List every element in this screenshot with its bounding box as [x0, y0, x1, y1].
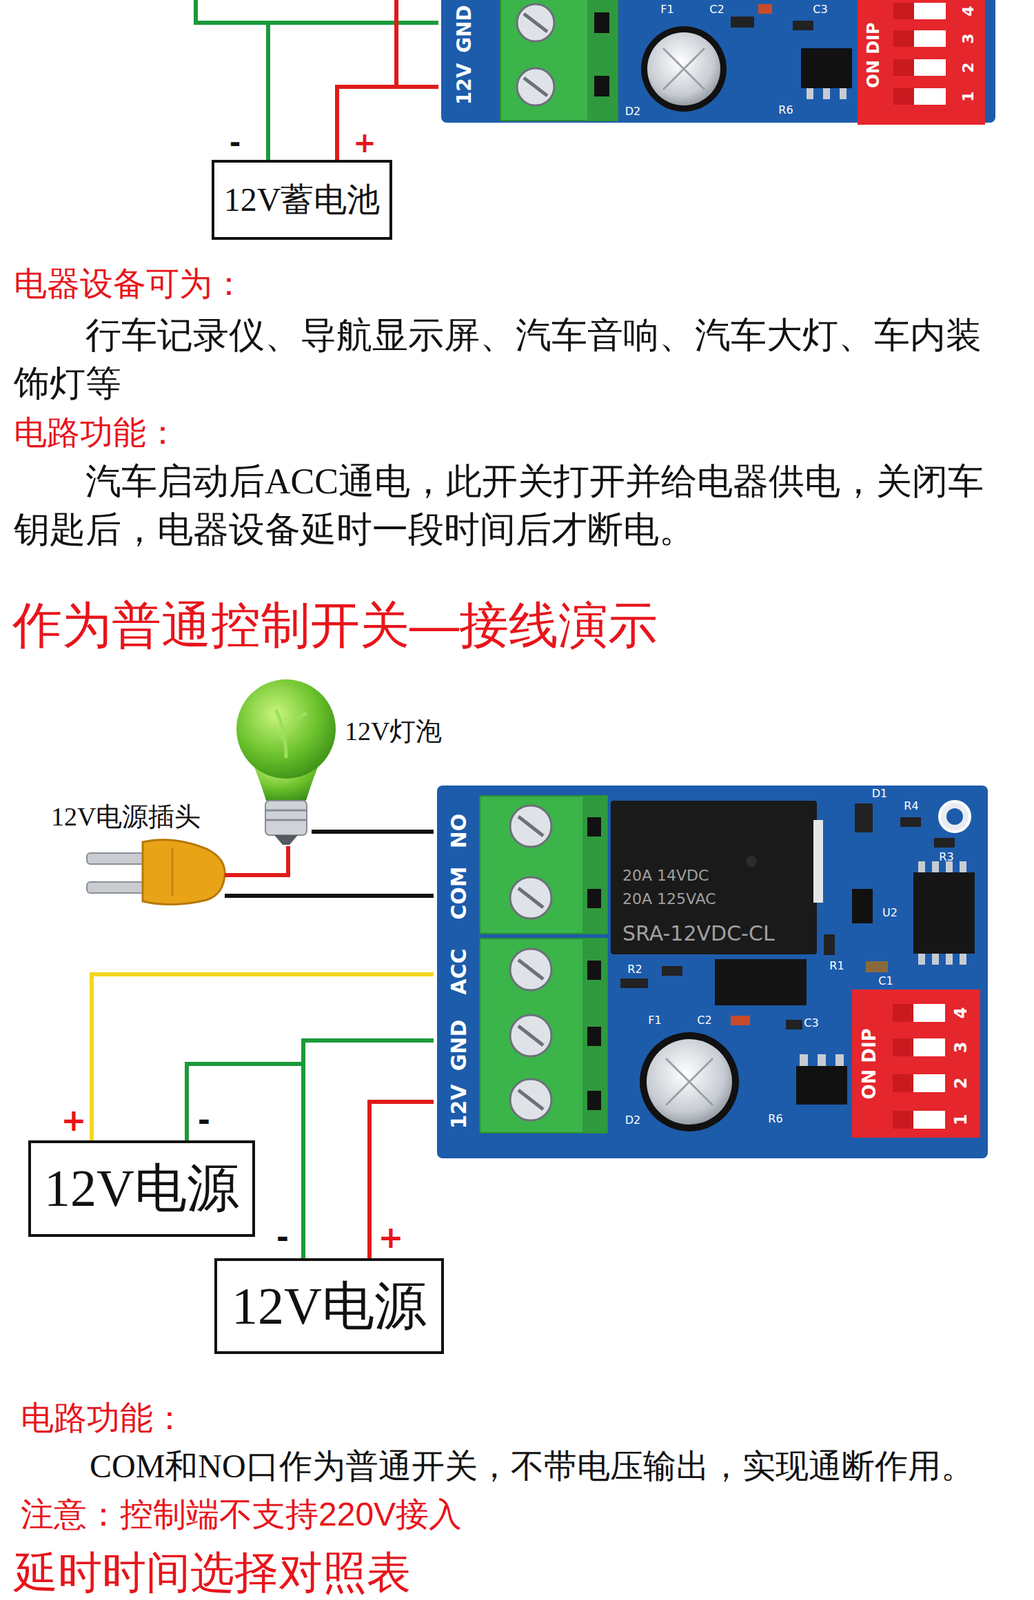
part-label: 12V灯泡 [344, 716, 442, 748]
box-text: 12V电源 [44, 1160, 240, 1219]
switch-number: 1 [959, 90, 977, 102]
wires [224, 832, 434, 897]
component-label: C1 [878, 975, 893, 988]
component-label: U2 [882, 907, 898, 920]
plug-picture [86, 840, 225, 906]
polarity-sign: - [197, 1103, 211, 1139]
component-label: C2 [696, 1014, 712, 1028]
switch-number: 3 [951, 1042, 972, 1054]
component-label: C3 [803, 1017, 819, 1030]
box-text: 12V电源 [231, 1278, 427, 1336]
component-label: C3 [812, 3, 828, 16]
polarity-sign: + [61, 1103, 87, 1139]
body-text: 行车记录仪、导航显示屏、汽车音响、汽车大灯、车内装饰灯等 [13, 311, 993, 409]
pin-label: COM [447, 866, 472, 920]
body-text: COM和NO口作为普通开关，不带电压输出，实现通断作用。 [89, 1447, 1028, 1486]
section-heading: 延时时间选择对照表 [13, 1548, 411, 1600]
box-text: 12V蓄电池 [224, 181, 381, 219]
component-label: D2 [625, 105, 642, 118]
pin-label: NO [447, 814, 472, 850]
relay-board [441, 0, 996, 125]
section-heading: 电路功能： [13, 413, 180, 452]
pin-label: 12V [453, 63, 476, 106]
component-label: F1 [647, 1014, 662, 1028]
switch-number: 4 [951, 1007, 972, 1020]
component-label: R4 [903, 800, 919, 813]
pin-label: GND [447, 1020, 472, 1072]
bulb-picture [236, 679, 336, 846]
component-label: D2 [625, 1114, 642, 1128]
component-label: C2 [709, 3, 724, 16]
polarity-sign: - [276, 1220, 289, 1256]
switch-number: 3 [959, 33, 977, 44]
part-label: 12V电源插头 [51, 802, 201, 833]
section-heading: 作为普通控制开关—接线演示 [12, 596, 658, 655]
polarity-sign: + [352, 126, 377, 159]
power-box: 12V电源 [214, 1258, 444, 1355]
switch-label: ON DIP [859, 1028, 881, 1100]
pin-label: ACC [447, 948, 472, 995]
body-text: 汽车启动后ACC通电，此开关打开并给电器供电，关闭车钥匙后，电器设备延时一段时间… [13, 457, 993, 555]
component-label: R6 [778, 104, 793, 117]
switch-number: 2 [959, 62, 977, 73]
switch-number: 2 [951, 1078, 972, 1090]
switch-number: 1 [951, 1114, 972, 1127]
section-heading: 电路功能： [20, 1399, 187, 1438]
switch-number: 4 [959, 5, 977, 16]
polarity-sign: - [229, 126, 242, 159]
relay-marking: 20A 125VAC [622, 890, 717, 908]
note-text: 注意：控制端不支持220V接入 [20, 1495, 462, 1534]
component-label: R1 [829, 960, 844, 973]
component-label: R3 [938, 851, 954, 864]
power-box: 12V蓄电池 [211, 159, 393, 240]
section-heading: 电器设备可为： [13, 264, 246, 303]
polarity-sign: + [378, 1220, 404, 1256]
wires [195, 0, 439, 160]
component-label: R6 [767, 1113, 783, 1126]
relay-board [437, 785, 988, 1159]
component-label: D1 [872, 787, 888, 801]
component-label: F1 [660, 3, 674, 16]
power-box: 12V电源 [28, 1140, 256, 1238]
pin-label: GND [453, 4, 476, 54]
relay-marking: 20A 14VDC [622, 867, 709, 885]
relay-marking: SRA-12VDC-CL [622, 922, 775, 947]
pin-label: 12V [447, 1085, 472, 1130]
switch-label: ON DIP [864, 22, 884, 88]
component-label: R2 [627, 963, 642, 977]
